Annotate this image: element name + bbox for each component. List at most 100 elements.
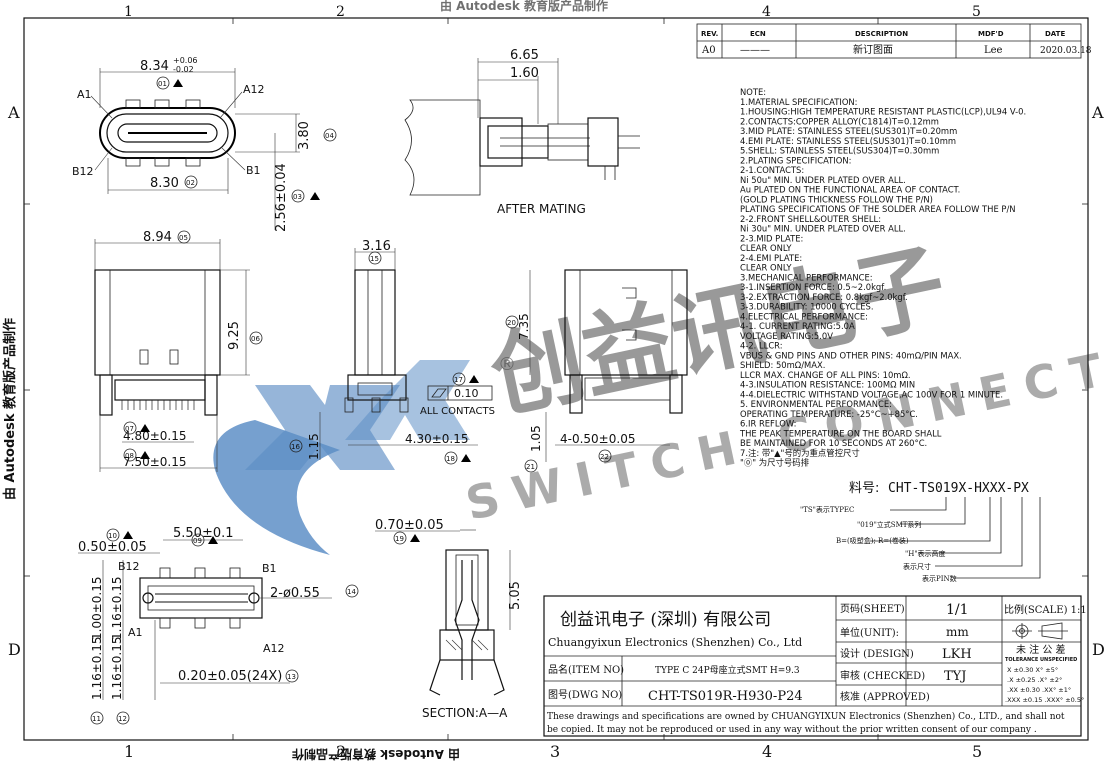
- unit-value: mm: [946, 625, 969, 639]
- flatness-frame: [427, 385, 493, 401]
- front-dim-pitch: 4.80±0.15: [123, 429, 187, 443]
- side-view: 3.16 15 1.15 16 4.30±0.15 18 17 0.10 ALL…: [289, 239, 495, 465]
- watermark-top: 由 Autodesk 教育版产品制作: [440, 0, 608, 13]
- pcb-label-a1: A1: [128, 626, 143, 639]
- note-line: LLCR MAX. CHANGE OF ALL PINS: 10mΩ.: [740, 370, 911, 380]
- part-number-block: 料号: CHT-TS019X-HXXX-PX "TS"表示TYPEC "019"…: [800, 481, 1041, 583]
- tolerance-row-2: .XX ±0.30 .XX° ±1°: [1007, 686, 1071, 694]
- pcb-footprint-view: 5.50±0.1 09 10 0.50±0.05 B12 B1 A1 A12 2…: [78, 526, 359, 725]
- tag-14: 14: [347, 588, 356, 596]
- col-label-top-5: 5: [972, 4, 981, 20]
- footprint-body: [139, 577, 263, 619]
- key-dimension-triangle-icon: [310, 192, 320, 200]
- section-view: 0.70±0.05 19 5.05 SECTION:A—A: [375, 518, 523, 720]
- mating-view: 6.65 1.60 AFTER MATING: [404, 48, 640, 216]
- note-line: 4-3.INSULATION RESISTANCE: 100MΩ MIN: [740, 380, 915, 390]
- side-dim-top: 3.16: [362, 239, 391, 254]
- tag-16: 16: [291, 443, 300, 451]
- column-labels-bottom: 1 2 3 4 5: [124, 742, 982, 761]
- note-line: CLEAR ONLY: [740, 263, 792, 273]
- tag-15: 15: [370, 255, 379, 263]
- note-line: CLEAR ONLY: [740, 243, 792, 253]
- approved-label: 核准 (APPROVED): [840, 690, 930, 703]
- label-b12: B12: [72, 165, 94, 178]
- checked-label: 审核 (CHECKED): [840, 669, 925, 682]
- pcb-dim-pitch: 0.20±0.05(24X): [178, 669, 282, 684]
- note-line: NOTE:: [740, 87, 766, 97]
- pcb-label-a12: A12: [263, 642, 285, 655]
- note-line: 5. ENVIRONMENTAL PERFORMANCE:: [740, 399, 892, 409]
- col-label-1: 1: [124, 742, 134, 761]
- footer-line-2: be copied. It may not be reproduced or u…: [547, 725, 1037, 735]
- note-line: 5.SHELL: STAINLESS STEEL(SUS304)T=0.30mm: [740, 146, 939, 156]
- label-b1: B1: [246, 164, 261, 177]
- front-view: 8.94 05 9.25 06 4.80±0.15 07 7.50±0.15 0…: [94, 230, 263, 472]
- pcb-label-b12: B12: [118, 560, 140, 573]
- cyx-swoosh-icon: [213, 360, 470, 555]
- company-name-en: Chuangyixun Electronics (Shenzhen) Co., …: [548, 636, 802, 649]
- note-line: Ni 50u" MIN. UNDER PLATED OVER ALL.: [740, 175, 906, 185]
- alignment-hole-left: [142, 592, 154, 604]
- unit-label: 单位(UNIT):: [840, 626, 899, 639]
- key-dimension-triangle-icon: [140, 424, 150, 432]
- pn-legend-0: "TS"表示TYPEC: [800, 505, 854, 514]
- pcb-dim-v1: 1.16±0.15: [90, 637, 104, 701]
- note-line: 3-2.EXTRACTION FORCE: 0.8kgf~2.0kgf.: [740, 292, 908, 302]
- key-dimension-triangle-icon: [461, 454, 471, 462]
- tag-01: 01: [158, 80, 167, 88]
- top-dim-width: 8.34: [140, 59, 169, 74]
- tag-12: 12: [118, 715, 127, 723]
- title-block: 创益讯电子 (深圳) 有限公司 Chuangyixun Electronics …: [543, 595, 1087, 737]
- mating-dim-a: 6.65: [510, 48, 539, 63]
- col-label-4: 4: [762, 742, 772, 761]
- note-line: 4-2. LLCR:: [740, 341, 783, 351]
- note-line: 1.HOUSING:HIGH TEMPERATURE RESISTANT PLA…: [740, 107, 1026, 117]
- mdfd-header: MDF'D: [978, 30, 1004, 38]
- front-body: [94, 269, 221, 376]
- note-line: 2-4.EMI PLATE:: [740, 253, 802, 263]
- pn-legend-4: 表示尺寸: [903, 562, 931, 571]
- tag-03: 03: [293, 193, 302, 201]
- note-line: BE MAINTAINED FOR 10 SECONDS AT 260°C.: [740, 438, 927, 448]
- item-no-label: 品名(ITEM NO): [548, 663, 624, 676]
- ecn-header: ECN: [750, 30, 766, 38]
- flatness-value: 0.10: [454, 387, 479, 400]
- row-label-a-right: A: [1091, 103, 1104, 122]
- key-dimension-triangle-icon: [410, 534, 420, 542]
- mating-caption: AFTER MATING: [497, 202, 586, 216]
- tag-09: 09: [193, 537, 202, 545]
- front-dim-height: 9.25: [227, 321, 242, 350]
- sheet-label: 页码(SHEET): [840, 603, 905, 615]
- pcb-dim-v4: 1.16±0.15: [110, 577, 124, 641]
- note-line: 2-2.FRONT SHELL&OUTER SHELL:: [740, 214, 881, 224]
- side-dim-bottom: 4.30±0.15: [405, 432, 469, 446]
- top-dim-vert: 2.56±0.04: [274, 163, 289, 232]
- pn-legend-5: 表示PIN数: [922, 574, 957, 583]
- design-label: 设计 (DESIGN): [840, 647, 914, 660]
- rev-value: A0: [701, 45, 716, 56]
- rev-header: REV.: [701, 30, 718, 38]
- projection-symbol-icon: [1012, 622, 1068, 640]
- tag-13: 13: [287, 673, 296, 681]
- note-line: 3-3.DURABILITY: 10000 CYCLES.: [740, 302, 874, 312]
- part-number-label: 料号:: [849, 481, 879, 496]
- note-line: 1.MATERIAL SPECIFICATION:: [740, 97, 858, 107]
- col-label-top-1: 1: [124, 4, 133, 20]
- note-line: SHIELD: 50mΩ/MAX.: [740, 360, 825, 370]
- note-line: Au PLATED ON THE FUNCTIONAL AREA OF CONT…: [740, 185, 960, 195]
- tag-08: 08: [125, 452, 134, 460]
- note-line: VOLTAGE RATING:5.0V: [740, 331, 833, 341]
- note-line: (GOLD PLATING THICKNESS FOLLOW THE P/N): [740, 194, 933, 204]
- back-view: 7.35 20 1.05 21 4-0.50±0.05 22: [505, 269, 688, 473]
- note-line: 3.MECHANICAL PERFORMANCE:: [740, 272, 873, 282]
- pcb-label-b1: B1: [262, 562, 277, 575]
- alignment-hole-right: [248, 592, 260, 604]
- date-value: 2020.03.18: [1040, 46, 1092, 56]
- mdfd-value: Lee: [984, 45, 1003, 56]
- tag-05: 05: [179, 234, 188, 242]
- back-dim-bottom: 4-0.50±0.05: [560, 432, 635, 446]
- row-label-d: D: [8, 640, 21, 659]
- front-dim-bottom: 7.50±0.15: [123, 455, 187, 469]
- row-labels: A A D D: [7, 103, 1105, 659]
